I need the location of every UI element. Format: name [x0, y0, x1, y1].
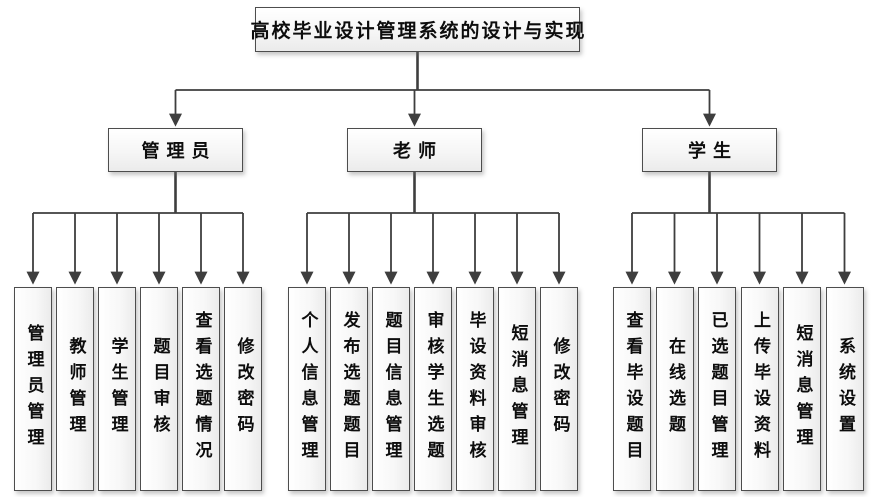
leaf-label-g1-6: 修改密码: [549, 337, 570, 441]
leaf-label-g0-3: 题目审核: [149, 337, 170, 441]
leaf-node-g2-2: 已选题目管理: [698, 287, 736, 491]
leaf-label-g2-5: 系统设置: [835, 337, 855, 441]
leaf-node-g2-0: 查看毕设题目: [613, 287, 651, 491]
leaf-node-g2-5: 系统设置: [825, 287, 864, 491]
leaf-node-g1-1: 发布选题题目: [330, 287, 368, 491]
leaf-label-g1-4: 毕设资料审核: [465, 311, 486, 467]
leaf-row-student: 查看毕设题目 在线选题 已选题目管理 上传毕设资料 短消息管理 系统设置: [613, 287, 864, 491]
root-title-label: 高校毕业设计管理系统的设计与实现: [250, 20, 587, 42]
leaf-label-g2-0: 查看毕设题目: [622, 311, 643, 467]
leaf-label-g2-3: 上传毕设资料: [750, 311, 770, 467]
leaf-label-g1-0: 个人信息管理: [297, 311, 318, 467]
leaf-label-g0-0: 管理员管理: [23, 324, 44, 454]
leaf-node-g1-2: 题目信息管理: [372, 287, 410, 491]
leaf-row-teacher: 个人信息管理发布选题题目题目信息管理审核学生选题毕设资料审核短消息管理修改密码: [288, 287, 578, 491]
leaf-node-g2-4: 短消息管理: [783, 287, 821, 491]
leaf-row-admin: 管理员管理教师管理学生管理题目审核查看选题情况修改密码: [14, 287, 262, 491]
leaf-label-g0-4: 查看选题情况: [191, 311, 212, 467]
leaf-node-g2-1: 在线选题: [655, 287, 694, 491]
leaf-node-g0-2: 学生管理: [98, 287, 136, 491]
leaf-label-g0-5: 修改密码: [233, 337, 254, 441]
branch-node-admin: 管理员: [108, 128, 243, 172]
leaf-label-g1-2: 题目信息管理: [381, 311, 402, 467]
root-title-node: 高校毕业设计管理系统的设计与实现: [251, 7, 585, 52]
leaf-node-g0-1: 教师管理: [56, 287, 94, 491]
leaf-node-g1-3: 审核学生选题: [414, 287, 452, 491]
branch-node-teacher: 老师: [347, 128, 482, 172]
leaf-node-g0-0: 管理员管理: [14, 287, 52, 491]
leaf-label-g1-1: 发布选题题目: [339, 311, 360, 467]
leaf-label-g0-1: 教师管理: [65, 337, 86, 441]
leaf-node-g0-4: 查看选题情况: [182, 287, 220, 491]
branch-teacher-label: 老师: [393, 141, 443, 162]
leaf-label-g2-4: 短消息管理: [792, 324, 813, 454]
leaf-node-g1-4: 毕设资料审核: [456, 287, 494, 491]
leaf-label-g1-3: 审核学生选题: [423, 311, 444, 467]
leaf-node-g0-5: 修改密码: [224, 287, 262, 491]
leaf-label-g2-2: 已选题目管理: [707, 311, 728, 467]
branch-student-label: 学生: [688, 141, 738, 162]
leaf-label-g1-5: 短消息管理: [507, 324, 528, 454]
leaf-node-g1-6: 修改密码: [540, 287, 578, 491]
leaf-node-g1-0: 个人信息管理: [288, 287, 326, 491]
leaf-node-g1-5: 短消息管理: [498, 287, 536, 491]
leaf-node-g0-3: 题目审核: [140, 287, 178, 491]
branch-admin-label: 管理员: [141, 141, 217, 162]
leaf-label-g2-1: 在线选题: [665, 337, 685, 441]
leaf-node-g2-3: 上传毕设资料: [740, 287, 779, 491]
branch-node-student: 学生: [642, 128, 777, 172]
leaf-label-g0-2: 学生管理: [107, 337, 128, 441]
